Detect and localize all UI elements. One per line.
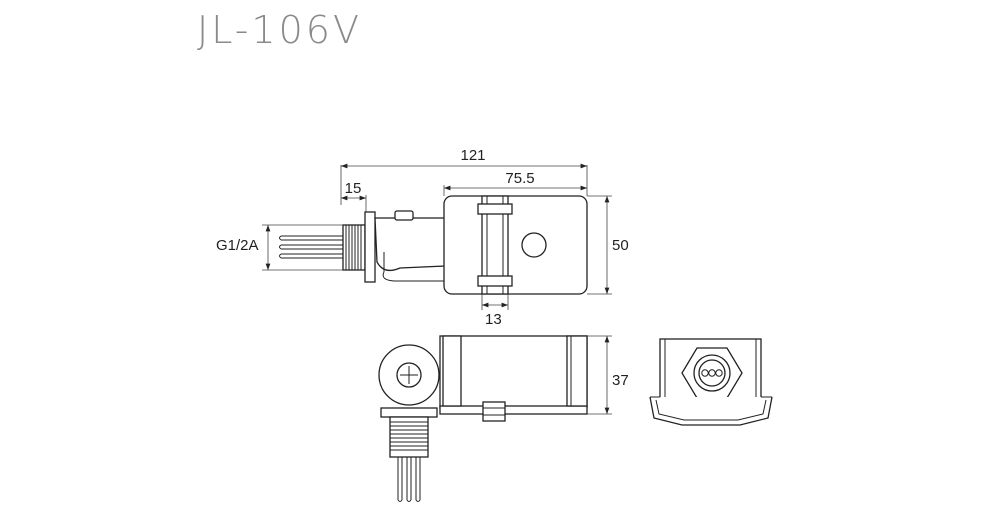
dim-overall-length: 121: [460, 147, 485, 164]
model-title: JL-106V: [197, 8, 362, 52]
dim-thread-size: G1/2A: [216, 237, 259, 254]
swivel-elbow: [374, 210, 446, 282]
mounting-flange: [364, 211, 376, 283]
wire-leads: [279, 235, 343, 259]
swivel-head: [378, 344, 440, 418]
sensor-housing: [443, 195, 588, 295]
dim-thread-length: 15: [345, 180, 362, 197]
end-view: [649, 338, 773, 426]
side-housing: [439, 335, 588, 422]
side-wire-leads: [397, 457, 421, 502]
dim-body-length: 75.5: [505, 170, 534, 187]
top-view: 121 75.5 15 G1/2A 50 13: [216, 147, 629, 328]
dim-height: 50: [612, 237, 629, 254]
sensor-lens-icon: [521, 232, 547, 258]
side-thread: [389, 416, 429, 458]
thread-section: [342, 224, 366, 271]
dim-clip-width: 13: [485, 311, 502, 328]
dim-depth: 37: [612, 372, 629, 389]
side-view: 37: [378, 335, 629, 502]
